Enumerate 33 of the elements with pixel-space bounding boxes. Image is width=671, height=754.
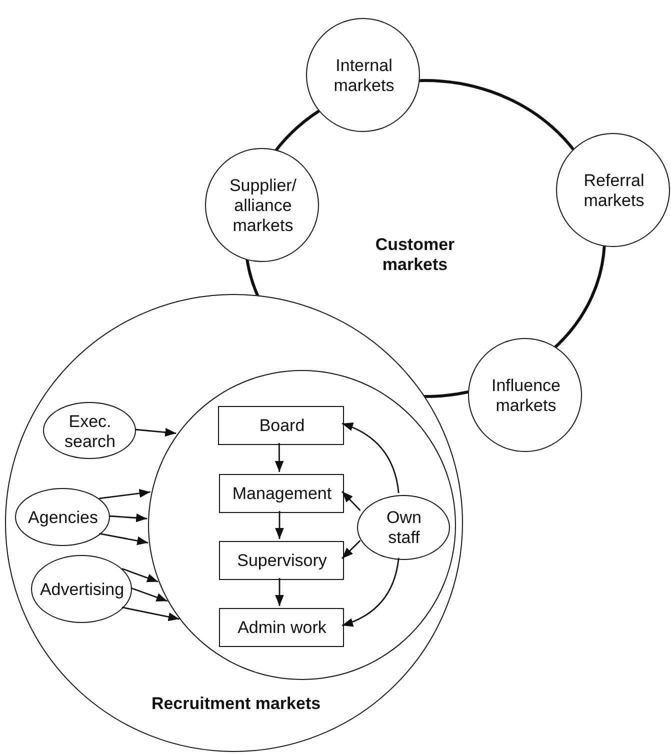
- arrow: [122, 568, 158, 582]
- level-box: [219, 608, 344, 647]
- node-label: Supervisory: [236, 551, 328, 571]
- arrow: [342, 540, 361, 559]
- node-label: Internal markets: [332, 56, 396, 96]
- node-label: Exec. search: [63, 412, 117, 452]
- arrow: [134, 428, 176, 437]
- level-box: [219, 541, 344, 580]
- group-title: Customer markets: [374, 235, 456, 275]
- arrow: [108, 513, 148, 522]
- node-label: Own staff: [386, 508, 422, 548]
- arrow: [130, 587, 168, 602]
- arrow: [342, 491, 361, 511]
- arrow: [342, 422, 400, 494]
- node-label: Admin work: [236, 618, 328, 638]
- level-box: [219, 474, 344, 513]
- inner-circle: [148, 370, 456, 680]
- arrow: [275, 578, 284, 606]
- node-label: Influence markets: [490, 376, 562, 416]
- arrow: [342, 558, 400, 626]
- arrow: [99, 532, 148, 546]
- node-label: Agencies: [27, 508, 99, 528]
- node-label: Board: [258, 416, 306, 436]
- group-title: Recruitment markets: [150, 694, 322, 714]
- arrow: [275, 511, 284, 539]
- arrow: [274, 443, 284, 472]
- arrow: [122, 606, 180, 622]
- node-label: Advertising: [38, 580, 126, 600]
- node-label: Management: [231, 484, 333, 504]
- arrow: [99, 488, 150, 500]
- node-label: Referral markets: [582, 171, 646, 211]
- node-label: Supplier/ alliance markets: [228, 176, 298, 236]
- level-box: [218, 406, 344, 445]
